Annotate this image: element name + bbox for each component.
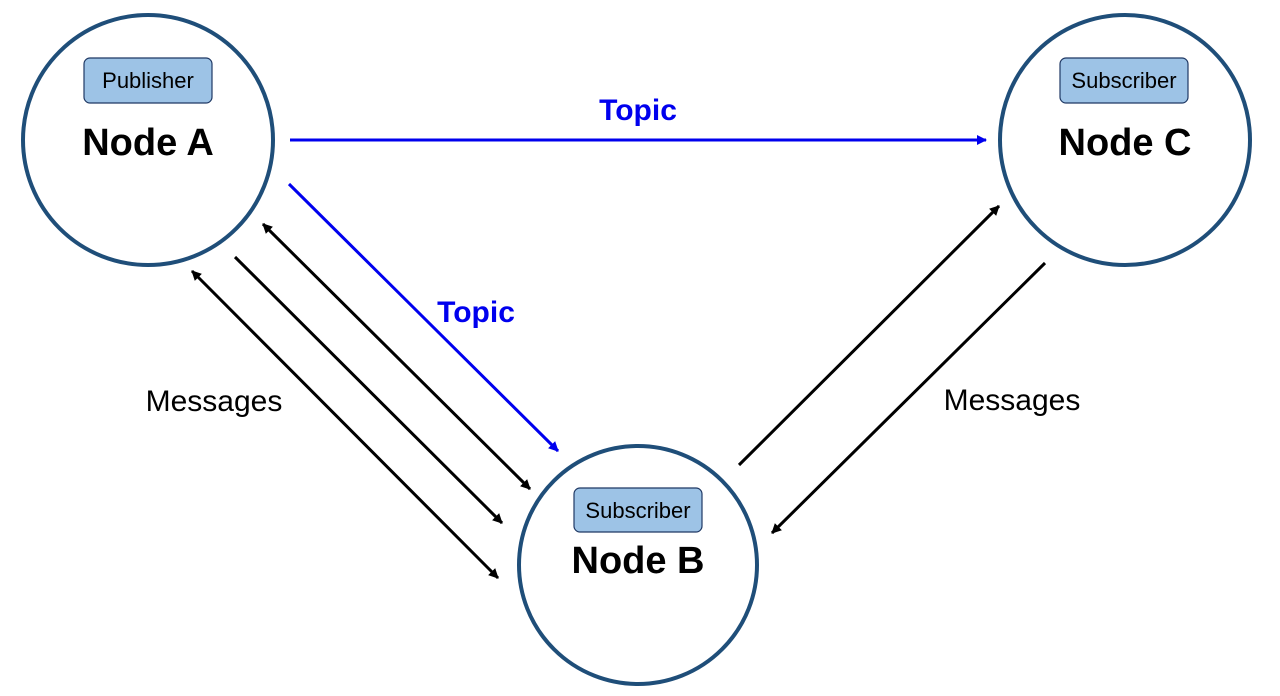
node-c: Subscriber Node C [998,13,1252,267]
node-a-role-badge [83,57,213,104]
topic-arrow-a-to-b [287,182,560,453]
node-b: Subscriber Node B [517,444,759,686]
topic-label-a-c: Topic [599,94,677,127]
message-arrow-c-to-b [770,261,1047,535]
node-b-role-badge [573,487,703,533]
node-a-title: Node A [82,122,214,164]
message-arrow-b-to-c [737,204,1001,467]
messages-label-a-b: Messages [146,385,283,418]
edges [190,135,1047,580]
message-arrow-a-b-bidirectional-inner [261,222,532,491]
node-a-role-label: Publisher [102,68,194,93]
node-b-title: Node B [572,540,705,582]
message-arrow-a-b-bidirectional-outer [190,269,500,580]
topic-label-a-b: Topic [437,296,515,329]
node-b-role-label: Subscriber [585,498,690,523]
node-a: Publisher Node A [21,13,275,267]
node-c-role-label: Subscriber [1071,68,1176,93]
node-c-role-badge [1059,57,1189,104]
node-c-title: Node C [1059,122,1192,164]
messages-label-b-c: Messages [944,384,1081,417]
